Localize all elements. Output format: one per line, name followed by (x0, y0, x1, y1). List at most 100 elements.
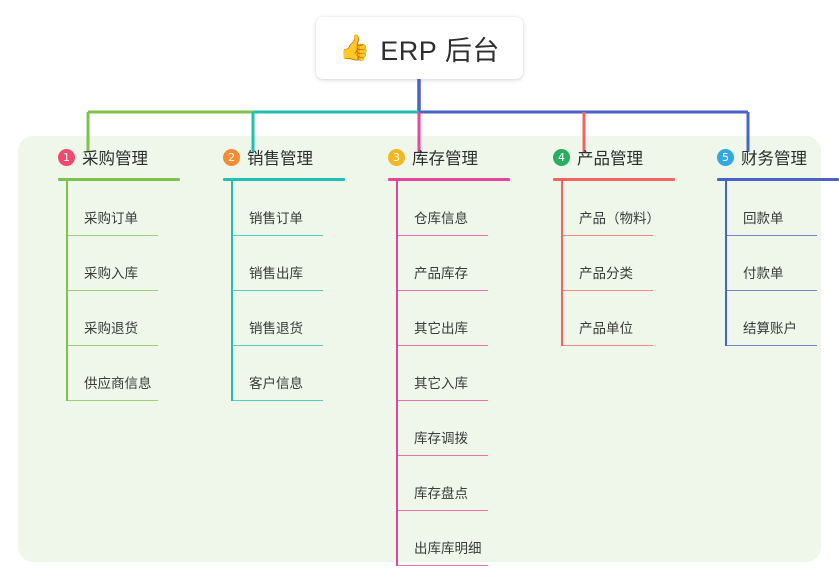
list-item[interactable]: 产品（物料） (561, 181, 681, 236)
column-badge-1: 1 (58, 148, 75, 166)
list-item-label: 供应商信息 (84, 376, 152, 391)
list-item-underline (396, 289, 488, 291)
column-spine-1 (66, 181, 68, 401)
list-item[interactable]: 产品库存 (396, 236, 516, 291)
list-item-label: 采购订单 (84, 211, 138, 226)
list-item[interactable]: 供应商信息 (66, 346, 186, 401)
list-item[interactable]: 付款单 (725, 236, 839, 291)
list-item[interactable]: 销售出库 (231, 236, 351, 291)
column-header-4[interactable]: 4 产品管理 (531, 136, 681, 178)
list-item[interactable]: 产品单位 (561, 291, 681, 346)
list-item-underline (725, 234, 817, 236)
column-header-2[interactable]: 2 销售管理 (201, 136, 351, 178)
column-5: 5 财务管理回款单付款单结算账户 (695, 136, 839, 346)
list-item-underline (396, 344, 488, 346)
list-item-label: 回款单 (743, 211, 784, 226)
column-title-1: 采购管理 (82, 150, 148, 168)
column-items-3: 仓库信息产品库存其它出库其它入库库存调拨库存盘点出库库明细 (396, 181, 516, 566)
column-header-1[interactable]: 1 采购管理 (36, 136, 186, 178)
column-title-2: 销售管理 (247, 150, 313, 168)
list-item-underline (396, 234, 488, 236)
list-item[interactable]: 出库库明细 (396, 511, 516, 566)
list-item-label: 产品库存 (414, 266, 468, 281)
list-item-label: 出库库明细 (414, 541, 482, 556)
list-item-underline (396, 454, 488, 456)
list-item-label: 其它出库 (414, 321, 468, 336)
list-item-label: 库存盘点 (414, 486, 468, 501)
list-item-label: 产品单位 (579, 321, 633, 336)
list-item[interactable]: 库存盘点 (396, 456, 516, 511)
diagram-panel (18, 136, 821, 562)
column-badge-4: 4 (553, 148, 570, 166)
column-items-5: 回款单付款单结算账户 (725, 181, 839, 346)
column-title-4: 产品管理 (577, 150, 643, 168)
list-item-underline (66, 234, 158, 236)
column-underline-4 (553, 178, 675, 181)
list-item[interactable]: 产品分类 (561, 236, 681, 291)
column-4: 4 产品管理产品（物料） 产品分类产品单位 (531, 136, 681, 346)
list-item-underline (231, 399, 323, 401)
list-item-underline (66, 399, 158, 401)
list-item-underline (725, 289, 817, 291)
list-item-underline (66, 344, 158, 346)
root-node-title: ERP 后台 (380, 35, 500, 66)
column-underline-3 (388, 178, 510, 181)
list-item-underline (561, 234, 653, 236)
list-item-underline (231, 289, 323, 291)
list-item-label: 库存调拨 (414, 431, 468, 446)
list-item[interactable]: 销售退货 (231, 291, 351, 346)
list-item[interactable]: 其它入库 (396, 346, 516, 401)
column-items-1: 采购订单采购入库采购退货供应商信息 (66, 181, 186, 401)
list-item[interactable]: 库存调拨 (396, 401, 516, 456)
list-item-underline (396, 564, 488, 566)
list-item[interactable]: 采购订单 (66, 181, 186, 236)
column-spine-2 (231, 181, 233, 401)
list-item-label: 仓库信息 (414, 211, 468, 226)
list-item[interactable]: 采购入库 (66, 236, 186, 291)
column-badge-2: 2 (223, 148, 240, 166)
list-item-label: 其它入库 (414, 376, 468, 391)
list-item-underline (231, 234, 323, 236)
column-underline-1 (58, 178, 180, 181)
thumbs-up-icon: 👍 (339, 33, 371, 62)
column-badge-3: 3 (388, 148, 405, 166)
list-item-label: 客户信息 (249, 376, 303, 391)
list-item[interactable]: 客户信息 (231, 346, 351, 401)
column-spine-4 (561, 181, 563, 346)
column-header-5[interactable]: 5 财务管理 (695, 136, 839, 178)
list-item[interactable]: 销售订单 (231, 181, 351, 236)
list-item-label: 产品分类 (579, 266, 633, 281)
column-underline-5 (717, 178, 839, 181)
list-item-label: 采购入库 (84, 266, 138, 281)
list-item-label: 采购退货 (84, 321, 138, 336)
column-header-3[interactable]: 3 库存管理 (366, 136, 516, 178)
column-items-2: 销售订单销售出库销售退货客户信息 (231, 181, 351, 401)
list-item[interactable]: 仓库信息 (396, 181, 516, 236)
list-item-label: 付款单 (743, 266, 784, 281)
column-1: 1 采购管理采购订单采购入库采购退货供应商信息 (36, 136, 186, 401)
column-underline-2 (223, 178, 345, 181)
list-item-underline (561, 344, 653, 346)
list-item[interactable]: 回款单 (725, 181, 839, 236)
list-item[interactable]: 其它出库 (396, 291, 516, 346)
list-item-underline (396, 399, 488, 401)
list-item-underline (231, 344, 323, 346)
list-item-label: 结算账户 (743, 321, 797, 336)
list-item-underline (66, 289, 158, 291)
column-items-4: 产品（物料） 产品分类产品单位 (561, 181, 681, 346)
root-node-card[interactable]: 👍 ERP 后台 (316, 17, 523, 79)
list-item-label: 销售退货 (249, 321, 303, 336)
column-title-5: 财务管理 (741, 150, 807, 168)
list-item-label: 销售出库 (249, 266, 303, 281)
column-3: 3 库存管理仓库信息产品库存其它出库其它入库库存调拨库存盘点出库库明细 (366, 136, 516, 566)
column-spine-5 (725, 181, 727, 346)
list-item[interactable]: 采购退货 (66, 291, 186, 346)
list-item[interactable]: 结算账户 (725, 291, 839, 346)
list-item-label: 销售订单 (249, 211, 303, 226)
column-title-3: 库存管理 (412, 150, 478, 168)
list-item-underline (561, 289, 653, 291)
column-badge-5: 5 (717, 148, 734, 166)
list-item-label: 产品（物料） (579, 211, 660, 226)
list-item-underline (725, 344, 817, 346)
column-2: 2 销售管理销售订单销售出库销售退货客户信息 (201, 136, 351, 401)
